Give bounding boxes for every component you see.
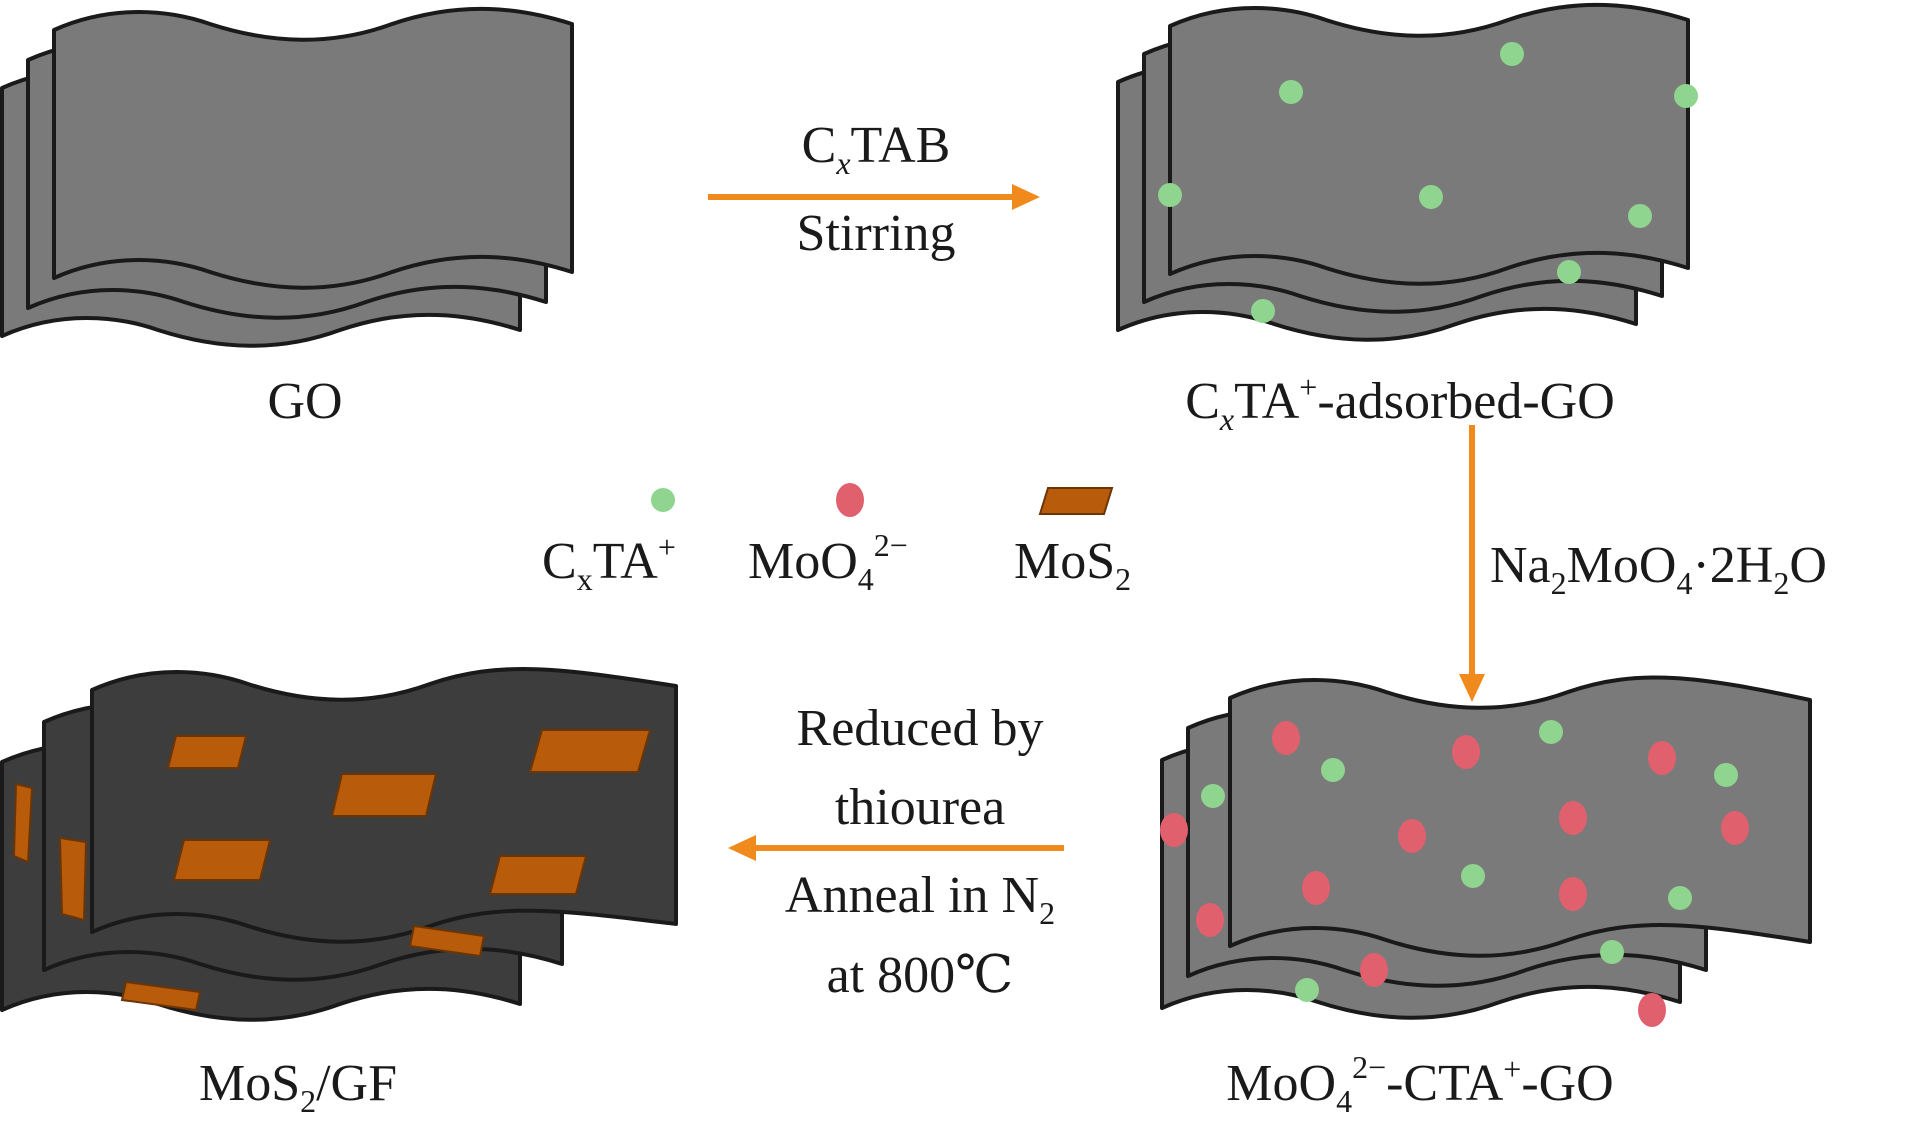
mos2-legend-flake (1038, 487, 1114, 515)
cta-dot (1600, 940, 1624, 964)
step3-line4: at 800℃ (827, 947, 1014, 1004)
go-sheet-stack (0, 6, 574, 348)
moo4-dot (1452, 735, 1480, 769)
legend: CxTA+ MoO42− MoS2 (542, 483, 1131, 597)
mos2-flake (58, 836, 88, 922)
moo4-dot (1196, 903, 1224, 937)
cta-legend-dot (651, 488, 675, 512)
arrow-step2 (1459, 425, 1485, 702)
mos2-flake (166, 735, 248, 769)
moo4-dot (1360, 953, 1388, 987)
step3-line1: Reduced by (797, 700, 1044, 757)
legend-moo4: MoO42− (748, 483, 908, 597)
mos2-flakes (12, 729, 652, 1012)
cta-dot (1714, 763, 1738, 787)
moo4-dot (1638, 993, 1666, 1027)
legend-mos2-label: MoS2 (1014, 533, 1131, 597)
step2-reagent: Na2MoO4·2H2O (1490, 537, 1827, 601)
cta-dot (1500, 42, 1524, 66)
cta-dots (1158, 42, 1698, 323)
mos2-gf-sheet-stack (0, 667, 678, 1022)
cta-dot (1295, 978, 1319, 1002)
cta-dot (1628, 204, 1652, 228)
moo4-legend-dot (836, 483, 864, 517)
ctab-adsorbed-sheet-stack (1116, 2, 1698, 342)
moo4-dot (1559, 801, 1587, 835)
legend-cta-label: CxTA+ (542, 529, 676, 597)
moo4-dot (1721, 811, 1749, 845)
legend-cta: CxTA+ (542, 488, 676, 597)
mos2-flake (120, 980, 202, 1012)
step3-line3: Anneal in N2 (785, 867, 1055, 931)
cta-dot (1557, 260, 1581, 284)
legend-mos2: MoS2 (1014, 487, 1131, 597)
moo4-dot (1160, 813, 1188, 847)
moo4-dot (1648, 741, 1676, 775)
moo4-dot (1398, 819, 1426, 853)
mos2-flake (528, 729, 652, 773)
step1-reagent: CxTAB (802, 117, 951, 181)
step3-line2: thiourea (835, 779, 1005, 836)
cta-dot (1419, 185, 1443, 209)
moo4-dot (1559, 877, 1587, 911)
cta-dot (1539, 720, 1563, 744)
mos2-flake (172, 839, 272, 881)
moo4-cta-go-label: MoO42−-CTA+-GO (1226, 1049, 1613, 1119)
mos2-flake (488, 855, 588, 895)
mos2-flake (408, 924, 486, 958)
mos2-gf-label: MoS2/GF (199, 1055, 397, 1119)
cta-dot (1321, 758, 1345, 782)
cta-dot (1461, 864, 1485, 888)
moo4-sheet-front (1228, 675, 1812, 958)
ctab-sheet-front (1168, 2, 1690, 286)
step1-condition: Stirring (797, 205, 956, 262)
mos2-flake (330, 773, 438, 817)
cta-dot (1668, 886, 1692, 910)
go-sheet-front (52, 6, 574, 290)
go-label: GO (267, 373, 342, 430)
moo4-dots (1160, 721, 1749, 1027)
cta-dot (1158, 183, 1182, 207)
mos2-flake (12, 782, 34, 864)
moo4-dot (1272, 721, 1300, 755)
cta-dot (1251, 299, 1275, 323)
legend-moo4-label: MoO42− (748, 527, 908, 597)
moo4-cta-go-sheet-stack (1160, 675, 1812, 1027)
cta-dot (1279, 80, 1303, 104)
ctab-adsorbed-label: CxTA+-adsorbed-GO (1185, 369, 1615, 437)
moo4-dot (1302, 871, 1330, 905)
cta-dot (1201, 784, 1225, 808)
arrow-step3 (728, 835, 1064, 861)
arrow-step1 (708, 184, 1040, 210)
cta-dots-3 (1201, 720, 1738, 1002)
cta-dot (1674, 84, 1698, 108)
